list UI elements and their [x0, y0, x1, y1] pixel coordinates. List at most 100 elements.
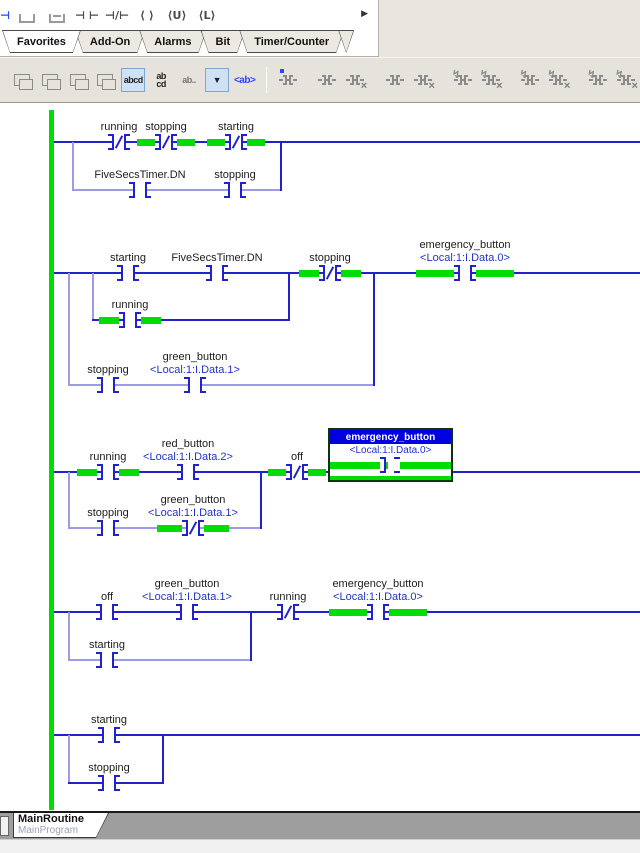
truncate-text-button[interactable]: ab.. [177, 68, 201, 92]
selected-instruction-title: emergency_button [330, 430, 451, 444]
enable-io-forces-icon[interactable]: ↯ [518, 68, 542, 92]
toggle-bit-icon[interactable] [276, 68, 300, 92]
contact-gap [283, 604, 293, 620]
disable-io-forces-glyph: ↯× [547, 68, 571, 92]
power-flow-highlight [77, 468, 97, 476]
palette-more-arrow-button[interactable]: ▶ [361, 8, 368, 18]
contact-bracket-left [319, 265, 325, 281]
palette-tab-alarms[interactable]: Alarms [139, 30, 206, 53]
otl-coil-button[interactable]: ⟨L⟩ [198, 8, 216, 22]
text-size-dropdown[interactable]: ▼ [204, 68, 229, 92]
contact-emergency_button[interactable] [416, 265, 514, 281]
contact-gap [460, 265, 470, 281]
contact-stopping[interactable] [224, 182, 246, 198]
disable-forces-glyph: ↯× [479, 68, 503, 92]
branch-right-rail [288, 273, 290, 321]
tab-scroll-button[interactable] [0, 816, 9, 836]
wrap-text-line2: cd [156, 79, 166, 89]
contact-running[interactable] [108, 134, 130, 150]
contact-bracket-left [119, 312, 125, 328]
disable-io-forces-icon[interactable]: ↯× [546, 68, 570, 92]
palette-tab-label: Add-On [76, 31, 144, 52]
contact-bracket-right [470, 265, 476, 281]
contact-label: red_button [161, 438, 215, 450]
io-force-off-icon[interactable]: × [411, 68, 435, 92]
io-force-on-icon[interactable] [383, 68, 407, 92]
contact-running[interactable] [77, 464, 139, 480]
contact-stopping[interactable] [299, 265, 361, 281]
remove-force-icon[interactable]: ↯ [586, 68, 610, 92]
contact-emergency_button[interactable] [329, 604, 427, 620]
branch-icon [19, 13, 35, 23]
disable-forces-icon[interactable]: ↯× [479, 68, 503, 92]
contact-starting[interactable] [207, 134, 265, 150]
contact-label: emergency_button [419, 239, 511, 251]
contact-starting[interactable] [98, 727, 120, 743]
show-text-button[interactable]: abcd [121, 68, 146, 92]
contact-starting[interactable] [117, 265, 139, 281]
contact-gap [103, 520, 113, 536]
routine-tab-bar: MainRoutine MainProgram [0, 813, 640, 839]
remove-all-forces-icon[interactable]: ↯× [614, 68, 638, 92]
tab-mainroutine[interactable]: MainRoutine MainProgram [13, 813, 109, 838]
window-arrange-icon[interactable] [93, 68, 117, 92]
contact-running[interactable] [99, 312, 161, 328]
rung-wire [54, 734, 640, 736]
contact-bracket-left [177, 464, 183, 480]
palette-tab-partial[interactable] [338, 30, 354, 53]
contact-label: FiveSecsTimer.DN [171, 252, 263, 264]
window-new-tab-icon[interactable] [66, 68, 90, 92]
instruction-buttons-row: ⊣ ⊣ ⊢ ⊣/⊢ ⟨ ⟩ ⟨U⟩ ⟨L⟩ [0, 2, 224, 28]
enable-forces-glyph: ↯ [452, 68, 472, 87]
force-on-glyph [318, 73, 337, 87]
force-off-icon[interactable]: × [343, 68, 367, 92]
contact-bracket-right [302, 464, 308, 480]
contact-bracket-right [222, 265, 228, 281]
contact-red_button[interactable] [177, 464, 199, 480]
horizontal-scrollbar[interactable] [0, 839, 640, 853]
ote-coil-button[interactable]: ⟨ ⟩ [140, 8, 154, 22]
contact-FiveSecsTimer.DN[interactable] [129, 182, 151, 198]
contact-stopping[interactable] [98, 775, 120, 791]
contact-FiveSecsTimer.DN[interactable] [206, 265, 228, 281]
xic-contact-button[interactable]: ⊣ ⊢ [75, 8, 99, 22]
branch-button[interactable] [14, 4, 40, 26]
selection-bottom-highlight [330, 476, 451, 480]
contact-starting[interactable] [96, 652, 118, 668]
selected-instruction-emergency_button[interactable]: emergency_button<Local:1:I.Data.0> [328, 428, 453, 482]
xio-contact-button[interactable]: ⊣/⊢ [104, 8, 130, 22]
power-flow-highlight [157, 524, 182, 532]
contact-bracket-right [198, 520, 204, 536]
contact-green_button[interactable] [184, 377, 206, 393]
contact-stopping[interactable] [137, 134, 195, 150]
rung-button[interactable]: ⊣ [0, 8, 10, 22]
contact-label: stopping [214, 169, 256, 181]
contact-green_button[interactable] [157, 520, 229, 536]
contact-bracket-left [224, 182, 230, 198]
enable-forces-icon[interactable]: ↯ [451, 68, 475, 92]
contact-label: stopping [87, 507, 129, 519]
contact-off[interactable] [96, 604, 118, 620]
contact-off[interactable] [268, 464, 326, 480]
contact-stopping[interactable] [97, 377, 119, 393]
contact-bracket-right [112, 604, 118, 620]
show-tags-button[interactable]: <ab> [233, 68, 257, 92]
rung-wire [54, 141, 640, 143]
window-split-icon[interactable] [10, 68, 34, 92]
palette-tab-bit[interactable]: Bit [201, 30, 246, 53]
window-merge-icon[interactable] [38, 68, 62, 92]
palette-tab-timer-counter[interactable]: Timer/Counter [239, 30, 344, 53]
contact-stopping[interactable] [97, 520, 119, 536]
contact-green_button[interactable] [176, 604, 198, 620]
force-on-icon[interactable] [315, 68, 339, 92]
power-flow-highlight [177, 138, 195, 146]
otu-coil-button[interactable]: ⟨U⟩ [167, 8, 187, 22]
tag-label: <Local:1:I.Data.0> [333, 591, 423, 603]
palette-tab-favorites[interactable]: Favorites [2, 30, 81, 53]
branch-level-button[interactable] [44, 4, 70, 26]
palette-tab-add-on[interactable]: Add-On [75, 30, 145, 53]
contact-running[interactable] [277, 604, 299, 620]
